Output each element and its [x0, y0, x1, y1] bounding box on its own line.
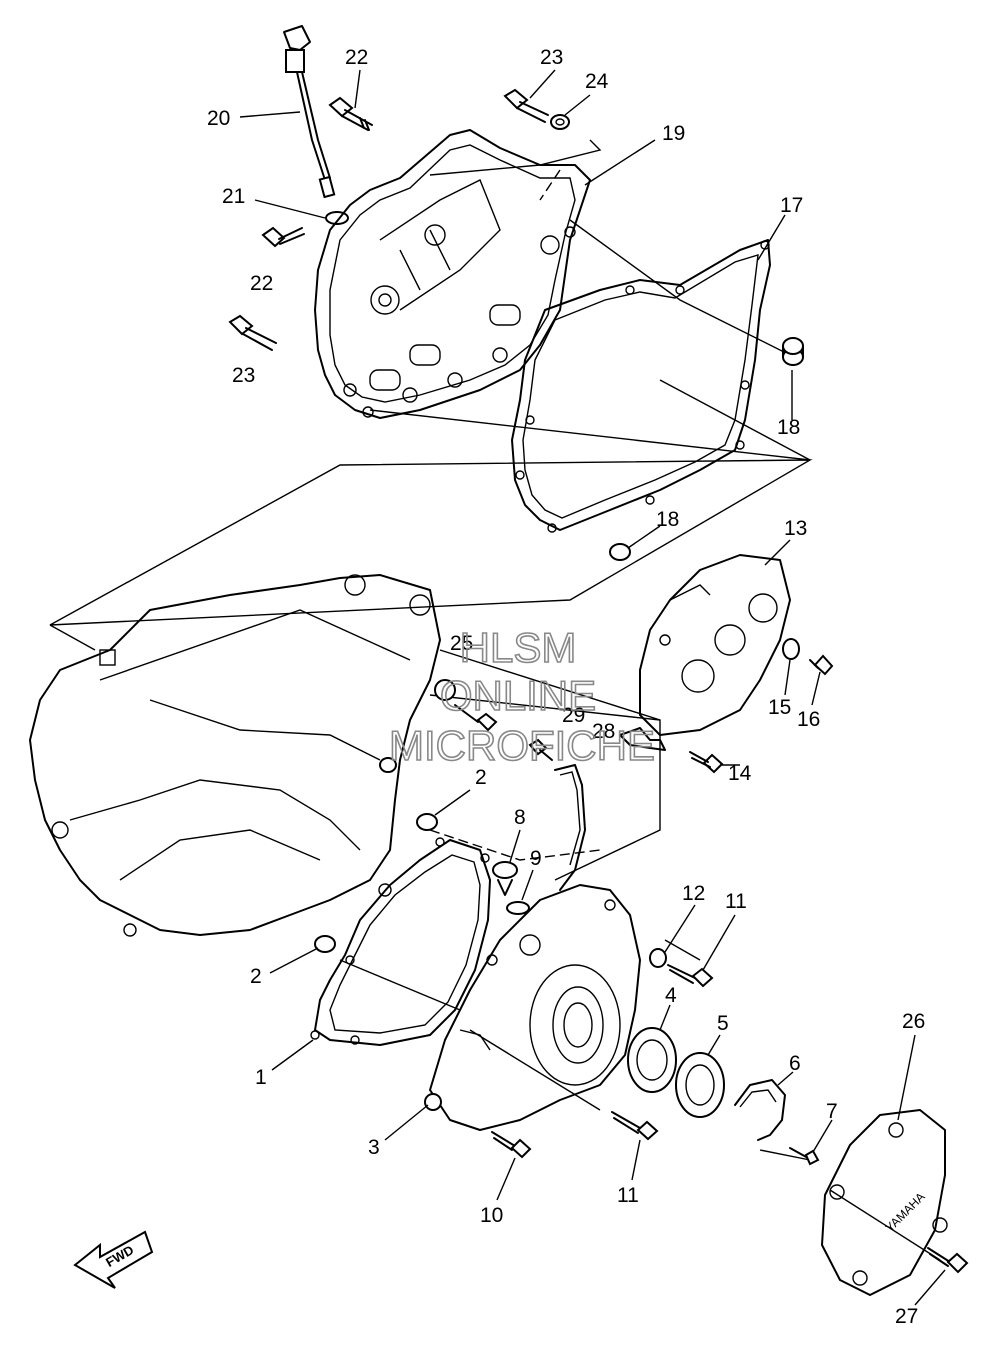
dowel-2-lower [314, 935, 336, 953]
dowel-18-lower [609, 543, 631, 561]
dowel-2-upper [416, 813, 438, 831]
gasket-1 [310, 837, 491, 1046]
washer-15 [782, 638, 800, 660]
callout-19: 19 [662, 122, 685, 145]
callout-8: 8 [514, 806, 526, 829]
washer-24 [550, 114, 570, 130]
callout-11-upper: 11 [725, 890, 747, 913]
callout-numbers: 20 22 23 24 19 21 22 23 17 18 18 13 25 1… [207, 46, 925, 1328]
callout-18-upper: 18 [777, 416, 800, 439]
watermark-line1: HLSM [460, 624, 577, 671]
callout-15: 15 [768, 696, 791, 719]
callout-26: 26 [902, 1010, 925, 1033]
clutch-cover-19 [314, 129, 591, 419]
callout-16: 16 [797, 708, 820, 731]
oring-9 [506, 901, 530, 915]
callout-10: 10 [480, 1204, 503, 1227]
callout-23-left: 23 [232, 364, 255, 387]
bolt-22-left [261, 226, 305, 248]
oring-21 [325, 211, 349, 225]
callout-17: 17 [780, 194, 803, 217]
crankcase-outline [29, 574, 441, 937]
callout-1: 1 [255, 1066, 267, 1089]
callout-6: 6 [789, 1052, 801, 1075]
callout-13: 13 [784, 517, 807, 540]
plug-25 [434, 679, 498, 732]
callout-29: 29 [562, 704, 585, 727]
callout-2-upper: 2 [475, 766, 487, 789]
washer-24-inner [555, 118, 565, 126]
bearing-4 [627, 1027, 677, 1093]
callout-12: 12 [682, 882, 705, 905]
callout-14: 14 [728, 762, 752, 785]
callout-4: 4 [665, 984, 677, 1007]
bolt-23-top [503, 88, 549, 123]
bolt-27 [927, 1247, 969, 1274]
bolt-10 [491, 1131, 532, 1159]
callout-2-lower: 2 [250, 965, 262, 988]
watermark-line2: ONLINE [440, 672, 596, 719]
watermark: HLSM ONLINE MICROFICHE [388, 623, 656, 770]
callout-25: 25 [450, 632, 473, 655]
callout-5: 5 [717, 1012, 729, 1035]
bolt-23-left [228, 314, 277, 351]
dipstick-20 [283, 25, 336, 199]
callout-28: 28 [592, 720, 615, 743]
dowel-18-upper [782, 337, 804, 366]
bracket-28 [619, 727, 666, 751]
callout-27: 27 [895, 1305, 918, 1328]
seal-5 [675, 1052, 725, 1118]
callout-20: 20 [207, 107, 230, 130]
callout-21: 21 [222, 185, 245, 208]
bolt-16 [809, 654, 834, 676]
cover-13 [639, 554, 791, 736]
callout-7: 7 [826, 1100, 838, 1123]
cover-26: YAMAHA [821, 1109, 948, 1296]
bolt-11-upper [667, 964, 714, 988]
bolt-11-lower [611, 1111, 659, 1141]
gasket-17 [511, 239, 771, 533]
callout-18-lower: 18 [656, 508, 679, 531]
callout-11-lower: 11 [617, 1184, 639, 1207]
bolt-29 [528, 738, 553, 761]
circlip-6 [734, 1079, 786, 1141]
callout-22-left: 22 [250, 272, 273, 295]
callout-3: 3 [368, 1136, 380, 1159]
washer-12 [649, 948, 667, 968]
fwd-arrow-icon: FWD [73, 1230, 154, 1289]
plug-8 [492, 861, 518, 896]
dowel-crankcase [379, 757, 397, 773]
bolt-14 [689, 751, 724, 774]
callout-9: 9 [530, 847, 542, 870]
callout-leaders [239, 69, 946, 1306]
callout-24: 24 [585, 70, 609, 93]
bolt-22-top [328, 96, 373, 131]
guide-plate [554, 764, 586, 891]
screw-7 [789, 1147, 820, 1166]
callout-22-top: 22 [345, 46, 368, 69]
cover-logo-text: YAMAHA [883, 1190, 928, 1235]
watermark-line3: MICROFICHE [389, 722, 655, 769]
callout-23-top: 23 [540, 46, 563, 69]
crankcase-cover-3 [424, 884, 641, 1131]
